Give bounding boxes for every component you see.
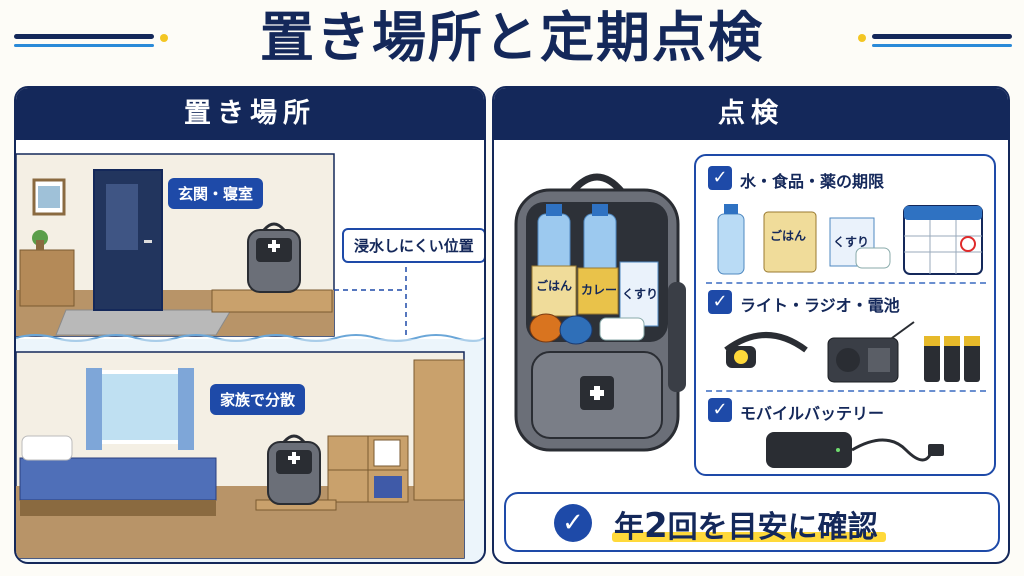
calendar-icon — [903, 205, 983, 275]
header-rule-left-thin — [14, 44, 154, 47]
checklist-item-expiry: 水・食品・薬の期限 — [740, 172, 885, 191]
battery-3-top — [964, 336, 980, 346]
page-title: 置き場所と定期点検 — [260, 6, 764, 69]
expiry-items-illustration: ごはん くすり — [717, 204, 983, 275]
header-rule-left — [14, 34, 154, 39]
emergency-backpack: ごはん カレー くすり — [514, 173, 686, 452]
wall-picture-inner — [38, 186, 60, 208]
tag-flood-safe: 浸水しにくい位置 — [342, 228, 484, 263]
pill-pack-small — [855, 247, 891, 269]
mobile-battery-illustration — [766, 432, 944, 468]
can-2 — [559, 315, 593, 345]
mesh-pocket — [668, 282, 686, 392]
battery-1-top — [924, 336, 940, 346]
check-icon: ✓ — [554, 504, 592, 542]
tag-family-distribute: 家族で分散 — [210, 384, 306, 415]
shoe-cabinet — [19, 249, 75, 307]
inspection-panel: 点検 ごはん カレー くすり ✓ 水・食品・薬の期限 — [492, 86, 1010, 564]
placement-heading: 置き場所 — [16, 88, 484, 140]
curtain-right — [178, 368, 194, 450]
water-bottle-small — [717, 213, 745, 275]
light-radio-illustration — [724, 321, 980, 383]
backpack-handle — [569, 173, 625, 195]
summary-highlight — [612, 532, 886, 542]
rice-pack-label: ごはん — [536, 278, 572, 293]
pillow — [21, 435, 73, 461]
cable-plug — [928, 444, 944, 456]
bottle-cap-1 — [546, 204, 562, 216]
headlamp-strap — [724, 332, 808, 353]
battery-1 — [924, 336, 940, 382]
checklist-divider-1 — [706, 282, 986, 284]
mobile-battery-icon — [766, 432, 852, 468]
checklist-item-mobile-battery: モバイルバッテリー — [740, 404, 885, 423]
bottle-cap-2 — [592, 204, 608, 216]
shelf-books — [374, 476, 402, 498]
bed — [19, 457, 217, 501]
battery-2 — [944, 336, 960, 382]
curtain-left — [86, 368, 102, 450]
door-window — [106, 184, 138, 250]
rice-pack-small-label: ごはん — [770, 228, 806, 243]
medicine-box-small-label: くすり — [833, 235, 869, 249]
first-aid-cross-v — [594, 386, 600, 400]
radio-antenna — [891, 321, 915, 339]
water-bottle-small-cap — [724, 204, 738, 214]
door-handle — [144, 240, 152, 243]
backpack-lower — [267, 434, 321, 505]
can-1 — [529, 313, 563, 343]
battery-2-top — [944, 336, 960, 346]
check-icon: ✓ — [708, 166, 732, 190]
summary-box: ✓ 年2回を目安に確認 — [504, 492, 1000, 552]
check-icon: ✓ — [708, 398, 732, 422]
curry-pack-label: カレー — [581, 283, 617, 297]
summary-number: 2 — [644, 506, 668, 546]
battery-3 — [964, 336, 980, 382]
medicine-box-small — [829, 217, 875, 267]
checklist-card: ✓ 水・食品・薬の期限 ごはん くすり ✓ ライト・ラジオ・電池 — [694, 154, 996, 476]
plant-pot — [36, 240, 44, 250]
battery-led — [836, 448, 840, 452]
summary-post: 回を目安に確認 — [667, 510, 878, 545]
placement-scene — [16, 153, 484, 562]
bed-frame — [20, 500, 216, 516]
radio-speaker — [836, 348, 860, 372]
tag-entrance-bedroom: 玄関・寝室 — [168, 178, 264, 209]
summary-text: 年2回を目安に確認 — [614, 502, 878, 546]
header-rule-right-thin — [872, 44, 1012, 47]
radio-buttons — [868, 348, 890, 372]
rice-pack — [531, 265, 577, 317]
rice-pack-small — [763, 211, 817, 273]
header-rule-right — [872, 34, 1012, 39]
header-dot-left — [160, 34, 168, 42]
medicine-box-label: くすり — [622, 287, 658, 301]
placement-panel: 置き場所 — [14, 86, 486, 564]
bedroom-window — [94, 370, 184, 444]
curry-pack — [577, 267, 619, 315]
charging-cable — [851, 438, 934, 462]
shelf-frame — [373, 439, 401, 467]
check-icon: ✓ — [708, 290, 732, 314]
step-platform — [211, 289, 333, 313]
pill-pack — [599, 317, 645, 341]
backpack-upper — [247, 222, 301, 293]
checklist-divider-2 — [706, 390, 986, 392]
checklist-item-light-radio: ライト・ラジオ・電池 — [740, 296, 900, 315]
wardrobe — [413, 359, 465, 501]
summary-pre: 年 — [614, 510, 644, 545]
headlamp-light — [734, 350, 748, 364]
header-dot-right — [858, 34, 866, 42]
water-line — [16, 334, 484, 342]
inspection-heading: 点検 — [494, 88, 1008, 140]
entrance-tile — [55, 309, 232, 336]
